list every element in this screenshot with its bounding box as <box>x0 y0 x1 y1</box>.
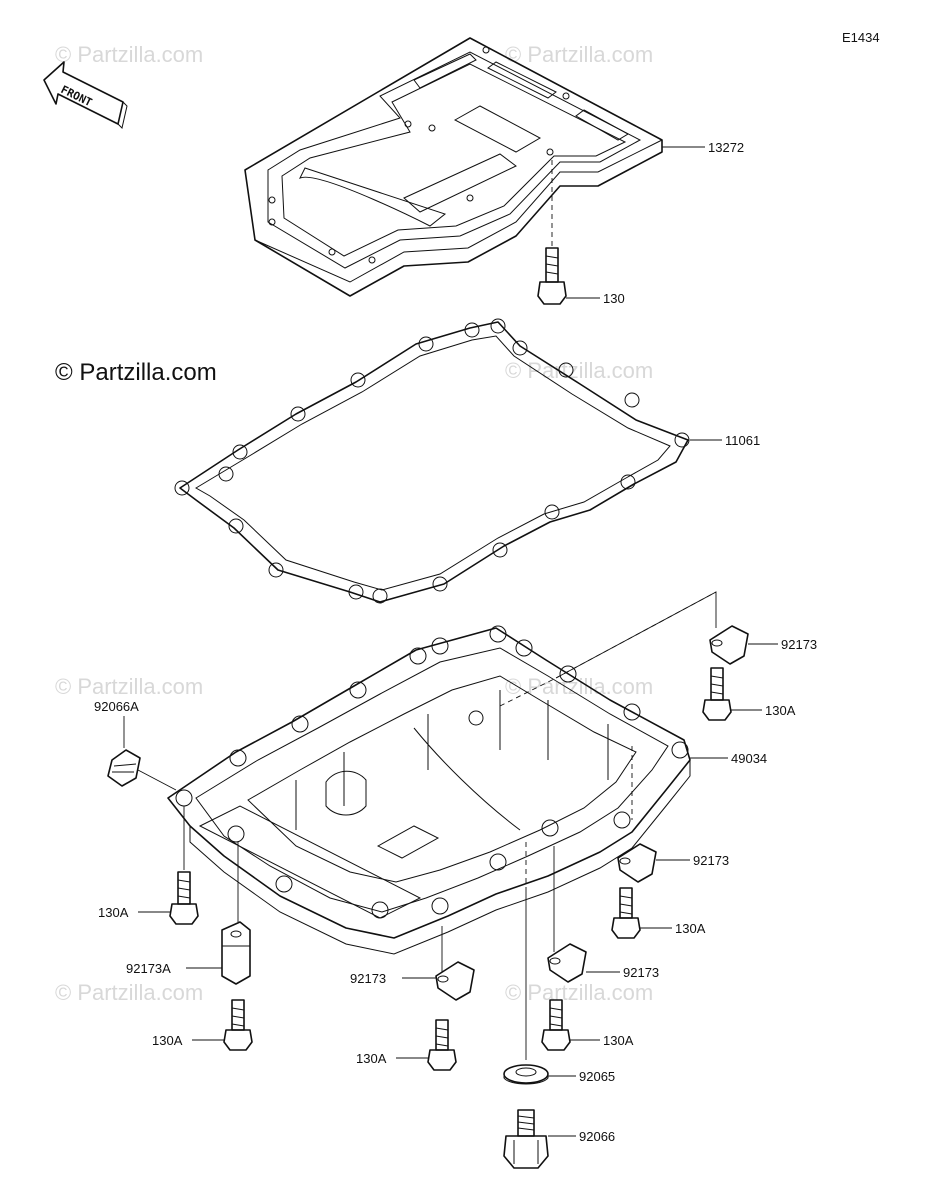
diagram-code: E1434 <box>842 30 880 45</box>
alignment-line <box>555 591 717 679</box>
clamp-92173-right-middle <box>617 843 657 883</box>
part-label-92173: 92173 <box>623 965 659 980</box>
oil-pan-49034 <box>167 625 691 955</box>
part-label-11061: 11061 <box>725 433 760 448</box>
baffle-plate-13272 <box>244 37 663 297</box>
part-label-130A: 130A <box>675 921 706 936</box>
part-label-130A: 130A <box>603 1033 634 1048</box>
front-arrow-icon: FRONT <box>43 61 128 129</box>
part-label-92066A: 92066A <box>94 699 139 714</box>
copyright-label: © Partzilla.com <box>55 359 217 386</box>
clamp-92173-upper-right <box>709 625 749 665</box>
part-label-92066: 92066 <box>579 1129 615 1144</box>
part-label-13272: 13272 <box>708 140 744 155</box>
part-label-130A: 130A <box>98 905 129 920</box>
bolt-130A-center-lower <box>427 1019 457 1071</box>
clamp-92173A <box>221 921 251 985</box>
part-label-130A: 130A <box>765 703 796 718</box>
part-label-130A: 130A <box>152 1033 183 1048</box>
clamp-92173-lower-right <box>547 943 587 983</box>
part-label-92173: 92173 <box>350 971 386 986</box>
gasket-11061 <box>174 318 690 604</box>
watermark: © Partzilla.com <box>55 42 203 67</box>
part-label-130A: 130A <box>356 1051 387 1066</box>
part-label-130: 130 <box>603 291 625 306</box>
watermark: © Partzilla.com <box>505 358 653 383</box>
watermark: © Partzilla.com <box>505 42 653 67</box>
part-label-92065: 92065 <box>579 1069 615 1084</box>
leader-line <box>123 716 177 791</box>
part-label-92173: 92173 <box>781 637 817 652</box>
clamp-92173-center-lower <box>435 961 475 1001</box>
bolt-130A-left-lower <box>223 999 253 1051</box>
watermark: © Partzilla.com <box>55 674 203 699</box>
bolt-130A-left-upper <box>169 871 199 925</box>
watermark: © Partzilla.com <box>55 980 203 1005</box>
bolt-130 <box>537 247 567 305</box>
part-label-92173A: 92173A <box>126 961 171 976</box>
part-label-49034: 49034 <box>731 751 767 766</box>
plug-92066A <box>107 749 141 787</box>
bolt-130A-upper-right <box>702 667 732 721</box>
drain-plug-92066 <box>503 1109 549 1169</box>
watermark: © Partzilla.com <box>505 980 653 1005</box>
bolt-130A-right-middle <box>611 887 641 939</box>
bolt-130A-lower-right <box>541 999 571 1051</box>
part-label-92173: 92173 <box>693 853 729 868</box>
washer-92065 <box>503 1064 549 1085</box>
front-label: FRONT <box>59 83 95 109</box>
